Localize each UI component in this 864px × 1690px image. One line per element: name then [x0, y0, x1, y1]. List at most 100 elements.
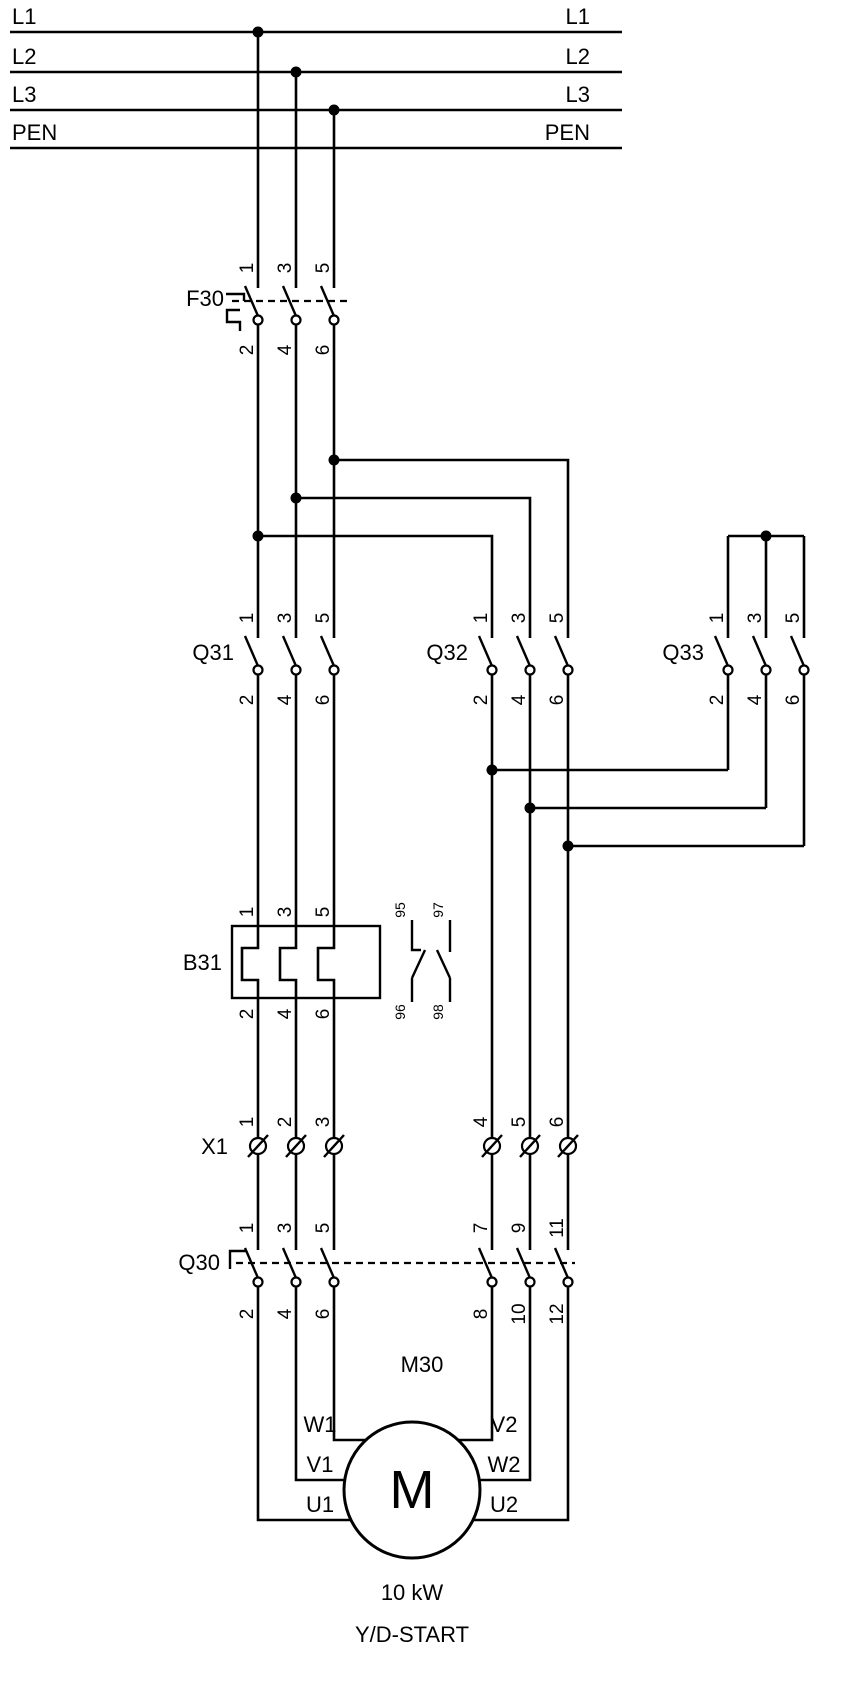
rail-label-l1-left: L1 [12, 4, 36, 29]
rail-label-l2-left: L2 [12, 44, 36, 69]
contact-number: 5 [547, 613, 568, 624]
junction-dot [252, 530, 264, 542]
q32-label: Q32 [426, 640, 468, 665]
x1-label: X1 [201, 1134, 228, 1159]
contact-number: 2 [237, 695, 258, 706]
rail-label-l3-left: L3 [12, 82, 36, 107]
contact-terminal-circle [328, 1276, 340, 1288]
contact-number: 5 [313, 907, 334, 918]
f30-circuit-breaker: F30 1 3 5 2 4 6 [186, 263, 348, 356]
contact-number: 4 [275, 694, 296, 705]
contact-terminal-circle [328, 314, 340, 326]
m30-label: M30 [401, 1352, 444, 1377]
q30-main-switch: Q30 1 3 5 7 9 11 2 4 6 8 10 12 [178, 1218, 575, 1325]
contact-number: 2 [237, 1309, 258, 1320]
contact-terminal-circle [328, 664, 340, 676]
contact-number: 2 [471, 695, 492, 706]
switch-contact-blades [243, 1247, 570, 1279]
contact-number: 6 [547, 695, 568, 706]
contact-number: 6 [313, 345, 334, 356]
contact-terminal-circle [524, 1276, 536, 1288]
contact-terminal-circle [252, 664, 264, 676]
contact-number: 6 [783, 695, 804, 706]
contact-number: 1 [707, 613, 728, 624]
contact-terminal-circle [760, 664, 772, 676]
contact-number: 3 [509, 613, 530, 624]
motor-symbol-letter: M [390, 1460, 435, 1520]
power-rails: L1 L2 L3 PEN L1 L2 L3 PEN [10, 4, 622, 150]
aux-contact-nc [410, 920, 427, 1002]
junction-dot [524, 802, 536, 814]
x1-terminal-strip: X1 1 2 3 4 5 6 [201, 1116, 579, 1159]
terminal-number: 6 [547, 1117, 568, 1128]
junction-dot [562, 840, 574, 852]
aux-contact-number: 95 [392, 902, 408, 918]
contact-number: 3 [275, 613, 296, 624]
circuit-wires [240, 32, 806, 1522]
contact-number: 7 [471, 1223, 492, 1234]
contact-number: 4 [275, 344, 296, 355]
contact-terminal-circle [252, 1276, 264, 1288]
junction-dot [486, 764, 498, 776]
b31-overload-relay: B31 1 3 5 2 4 6 95 96 97 98 [183, 902, 452, 1020]
contact-number: 4 [275, 1308, 296, 1319]
motor-terminal-label: V2 [491, 1412, 518, 1437]
rail-label-l1-right: L1 [566, 4, 590, 29]
rail-lines [10, 30, 622, 150]
contact-terminal-circle [290, 664, 302, 676]
rail-label-pen-right: PEN [545, 120, 590, 145]
q32-contactor: Q32 1 3 5 2 4 6 [426, 613, 574, 706]
contact-number: 3 [275, 907, 296, 918]
q31-contactor: Q31 1 3 5 2 4 6 [192, 613, 340, 706]
contact-number: 3 [745, 613, 766, 624]
contact-number: 4 [745, 694, 766, 705]
contact-number: 8 [471, 1309, 492, 1320]
junction-dot [760, 530, 772, 542]
rail-label-l3-right: L3 [566, 82, 590, 107]
rail-label-l2-right: L2 [566, 44, 590, 69]
junction-dot [290, 492, 302, 504]
contact-number: 4 [275, 1008, 296, 1019]
motor-terminal-label: V1 [307, 1452, 334, 1477]
terminal-number: 3 [313, 1117, 334, 1128]
contact-number: 3 [275, 1223, 296, 1234]
q33-contactor: Q33 1 3 5 2 4 6 [662, 613, 810, 706]
contact-number: 1 [237, 907, 258, 918]
contactor-contact-blades [477, 635, 570, 667]
contact-number: 4 [509, 694, 530, 705]
contact-terminal-circle [524, 664, 536, 676]
overload-relay-box [230, 924, 382, 1000]
contact-number: 3 [275, 263, 296, 274]
terminal-number: 4 [471, 1116, 492, 1127]
junction-dots [252, 26, 772, 852]
motor-terminal-label: W1 [304, 1412, 337, 1437]
junction-dot [252, 26, 264, 38]
motor-rating: 10 kW [381, 1580, 444, 1605]
b31-label: B31 [183, 950, 222, 975]
contact-number: 2 [237, 1009, 258, 1020]
motor-start-type: Y/D-START [355, 1622, 469, 1647]
switch-handle-symbol [228, 1249, 246, 1269]
contact-number: 5 [313, 263, 334, 274]
contactor-contact-blades [713, 635, 806, 667]
motor-body [342, 1420, 482, 1560]
motor-terminal-label: U1 [306, 1492, 334, 1517]
aux-contact-number: 98 [430, 1004, 446, 1020]
contact-number: 1 [237, 263, 258, 274]
junction-dot [290, 66, 302, 78]
contact-number: 11 [547, 1218, 568, 1238]
contact-number: 5 [783, 613, 804, 624]
contact-number: 6 [313, 695, 334, 706]
motor-terminal-label: W2 [488, 1452, 521, 1477]
contact-number: 10 [509, 1303, 530, 1324]
contactor-contact-blades [243, 635, 336, 667]
terminal-number: 5 [509, 1117, 530, 1128]
f30-label: F30 [186, 286, 224, 311]
contact-terminal-circle [486, 1276, 498, 1288]
motor-terminal-label: U2 [490, 1492, 518, 1517]
contact-number: 6 [313, 1009, 334, 1020]
contact-number: 2 [707, 695, 728, 706]
contact-number: 6 [313, 1309, 334, 1320]
